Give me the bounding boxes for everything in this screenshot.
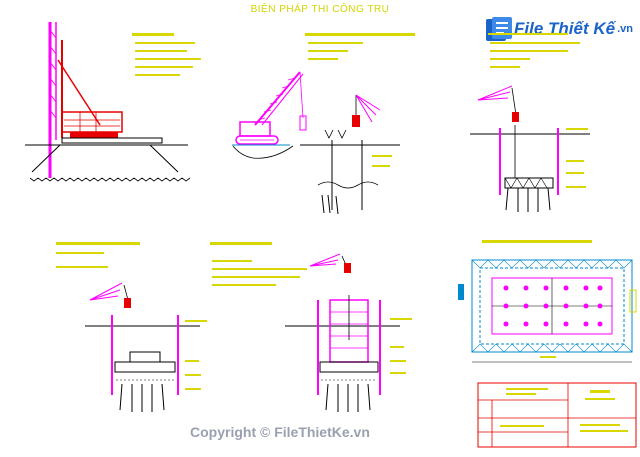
cofferdam-panel-bottom-left	[56, 242, 207, 412]
crawler-crane-icon	[232, 71, 307, 159]
drawing-title: BIỆN PHÁP THI CÔNG TRỤ	[250, 4, 390, 15]
crane-bucket-icon	[89, 282, 131, 308]
top-right-notes	[488, 33, 580, 68]
cofferdam-panel-bottom-middle	[210, 242, 412, 412]
cofferdam-section-2	[470, 125, 590, 212]
brand-domain: .vn	[617, 23, 633, 35]
crane-bucket-icon	[352, 94, 381, 127]
cofferdam-panel-top	[470, 33, 590, 212]
title-block	[477, 382, 637, 448]
crane-bucket-icon	[309, 253, 351, 273]
crane-notes	[305, 33, 415, 60]
cofferdam-section-1	[300, 129, 400, 215]
pile-group-plan-icon	[458, 259, 637, 363]
copyright-watermark: Copyright © FileThietKe.vn	[190, 424, 370, 440]
bottom-middle-notes	[210, 242, 307, 286]
crawler-crane-panel	[232, 33, 415, 215]
crane-bucket-icon	[477, 85, 519, 122]
pile-driver-panel	[25, 22, 201, 182]
pile-driver-notes	[132, 33, 201, 76]
pile-group-plan-panel	[458, 240, 637, 363]
plan-title-bar	[482, 240, 592, 243]
cofferdam-section-4	[285, 295, 412, 412]
cofferdam-section-3	[85, 315, 207, 412]
pile-driver-icon	[25, 22, 191, 182]
bottom-left-notes	[56, 242, 140, 268]
